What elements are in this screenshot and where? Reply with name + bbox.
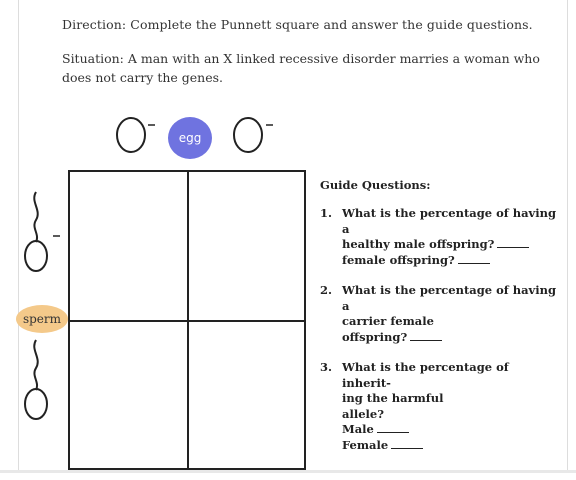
punnett-cell-1-1[interactable] [70,172,189,322]
question-line-with-blank: female offspring? [342,253,560,269]
question-line: female offspring? [342,252,455,267]
question-line: Female [342,437,389,452]
punnett-cell-1-2[interactable] [189,172,306,322]
question-1: 1. What is the percentage of having a he… [320,206,560,268]
punnett-square [68,170,306,470]
question-line-with-blank: offspring? [342,330,560,346]
question-line: Male [342,422,374,436]
punnett-cell-2-1[interactable] [70,322,189,468]
guide-title: Guide Questions: [320,178,431,192]
answer-blank[interactable] [410,330,443,341]
question-number: 1. [320,206,333,220]
question-line: offspring? [342,329,408,344]
question-line: What is the percentage of having a [342,206,556,236]
situation-text: Situation: A man with an X linked recess… [62,51,540,85]
egg-x-icon-left [116,117,146,153]
punnett-cell-2-2[interactable] [189,322,306,468]
question-line: healthy male offspring? [342,237,495,251]
egg-label: egg [168,117,212,159]
sperm-x-icon [24,191,48,272]
answer-blank[interactable] [391,438,424,449]
answer-blank[interactable] [376,422,409,433]
direction-text: Direction: Complete the Punnett square a… [62,17,533,32]
answer-blank[interactable] [457,253,490,264]
page-frame [18,0,568,470]
question-line: What is the percentage of inherit- [342,360,509,390]
question-3: 3. What is the percentage of inherit- in… [320,360,560,453]
question-2: 2. What is the percentage of having a ca… [320,283,560,345]
egg-x-icon-right [233,117,263,153]
question-line: What is the percentage of having a [342,283,556,313]
guide-questions: Guide Questions: 1. What is the percenta… [320,178,560,468]
question-line-with-blank: Female [342,438,560,454]
sperm-label: sperm [16,305,68,333]
question-line: allele? [342,406,384,421]
bottom-divider [0,470,576,473]
question-line: ing the harmful [342,391,444,405]
question-line-with-blank: Male [342,422,560,438]
question-line: carrier female [342,314,434,328]
question-line-with-blank: healthy male offspring? [342,237,560,253]
question-number: 2. [320,283,333,297]
answer-blank[interactable] [497,237,530,248]
question-number: 3. [320,360,333,374]
sperm-y-icon [24,339,48,420]
